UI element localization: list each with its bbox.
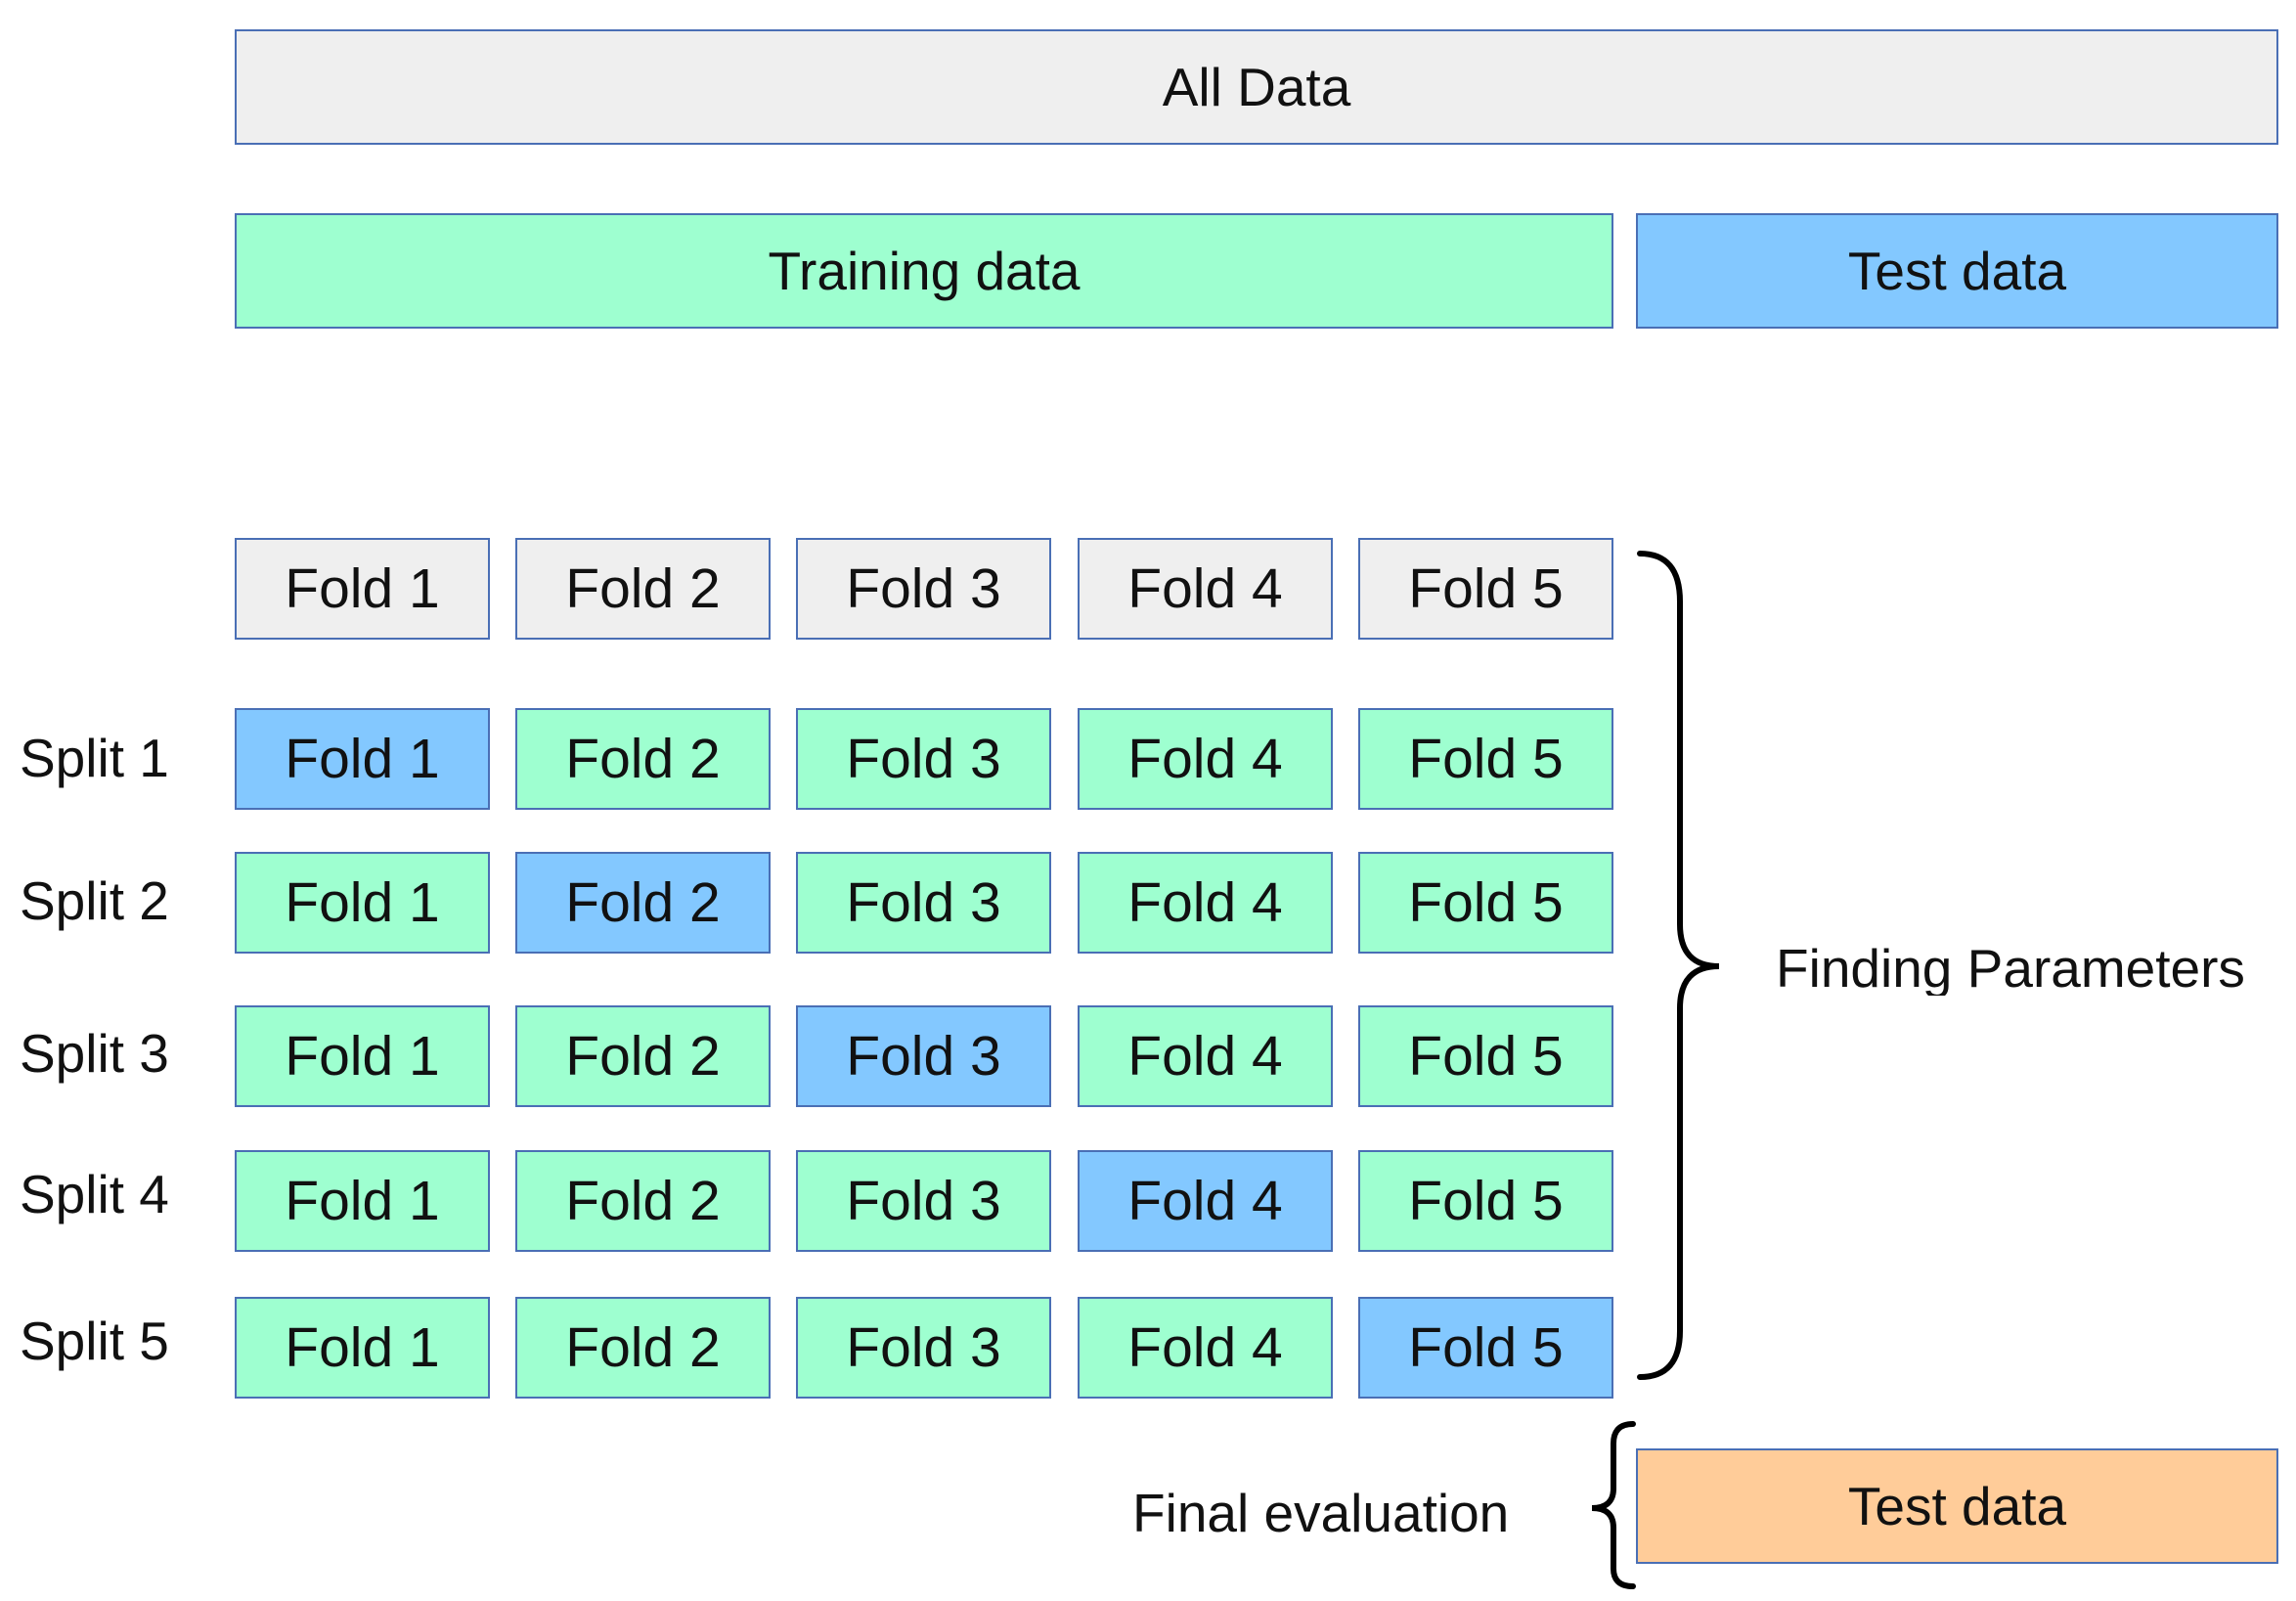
header-fold-1: Fold 1: [235, 538, 490, 640]
final-evaluation-label: Final evaluation: [1132, 1483, 1510, 1543]
split-2-fold-5: Fold 5: [1358, 852, 1613, 954]
split-5-fold-2: Fold 2: [515, 1297, 771, 1399]
final-test-data-box: Test data: [1636, 1448, 2278, 1564]
split-1-fold-4: Fold 4: [1078, 708, 1333, 810]
split-5-fold-4: Fold 4: [1078, 1297, 1333, 1399]
split-3-label: Split 3: [20, 1023, 169, 1084]
header-fold-5: Fold 5: [1358, 538, 1613, 640]
split-1-fold-1: Fold 1: [235, 708, 490, 810]
split-2-fold-4: Fold 4: [1078, 852, 1333, 954]
split-2-label: Split 2: [20, 870, 169, 931]
split-4-fold-5: Fold 5: [1358, 1150, 1613, 1252]
finding-parameters-brace: [1637, 551, 1720, 1380]
split-5-fold-1: Fold 1: [235, 1297, 490, 1399]
all-data-label: All Data: [1162, 57, 1351, 117]
split-1-fold-5: Fold 5: [1358, 708, 1613, 810]
training-data-box: Training data: [235, 213, 1613, 329]
split-5-label: Split 5: [20, 1311, 169, 1371]
split-1-fold-2: Fold 2: [515, 708, 771, 810]
split-4-fold-3: Fold 3: [796, 1150, 1051, 1252]
split-3-fold-5: Fold 5: [1358, 1005, 1613, 1107]
split-5-fold-5: Fold 5: [1358, 1297, 1613, 1399]
header-fold-2: Fold 2: [515, 538, 771, 640]
split-4-fold-2: Fold 2: [515, 1150, 771, 1252]
split-4-fold-1: Fold 1: [235, 1150, 490, 1252]
final-test-data-label: Test data: [1847, 1476, 2067, 1536]
split-1-fold-3: Fold 3: [796, 708, 1051, 810]
split-4-fold-4: Fold 4: [1078, 1150, 1333, 1252]
header-fold-3: Fold 3: [796, 538, 1051, 640]
split-2-fold-3: Fold 3: [796, 852, 1051, 954]
split-3-fold-3: Fold 3: [796, 1005, 1051, 1107]
split-3-fold-2: Fold 2: [515, 1005, 771, 1107]
training-data-label: Training data: [768, 241, 1081, 301]
split-3-fold-1: Fold 1: [235, 1005, 490, 1107]
split-1-label: Split 1: [20, 728, 169, 788]
split-3-fold-4: Fold 4: [1078, 1005, 1333, 1107]
header-fold-4: Fold 4: [1078, 538, 1333, 640]
split-2-fold-1: Fold 1: [235, 852, 490, 954]
test-data-label: Test data: [1847, 241, 2067, 301]
split-4-label: Split 4: [20, 1164, 169, 1224]
test-data-box: Test data: [1636, 213, 2278, 329]
split-5-fold-3: Fold 3: [796, 1297, 1051, 1399]
final-evaluation-brace: [1591, 1421, 1636, 1589]
split-2-fold-2: Fold 2: [515, 852, 771, 954]
finding-parameters-label: Finding Parameters: [1776, 942, 2245, 996]
all-data-box: All Data: [235, 29, 2278, 145]
